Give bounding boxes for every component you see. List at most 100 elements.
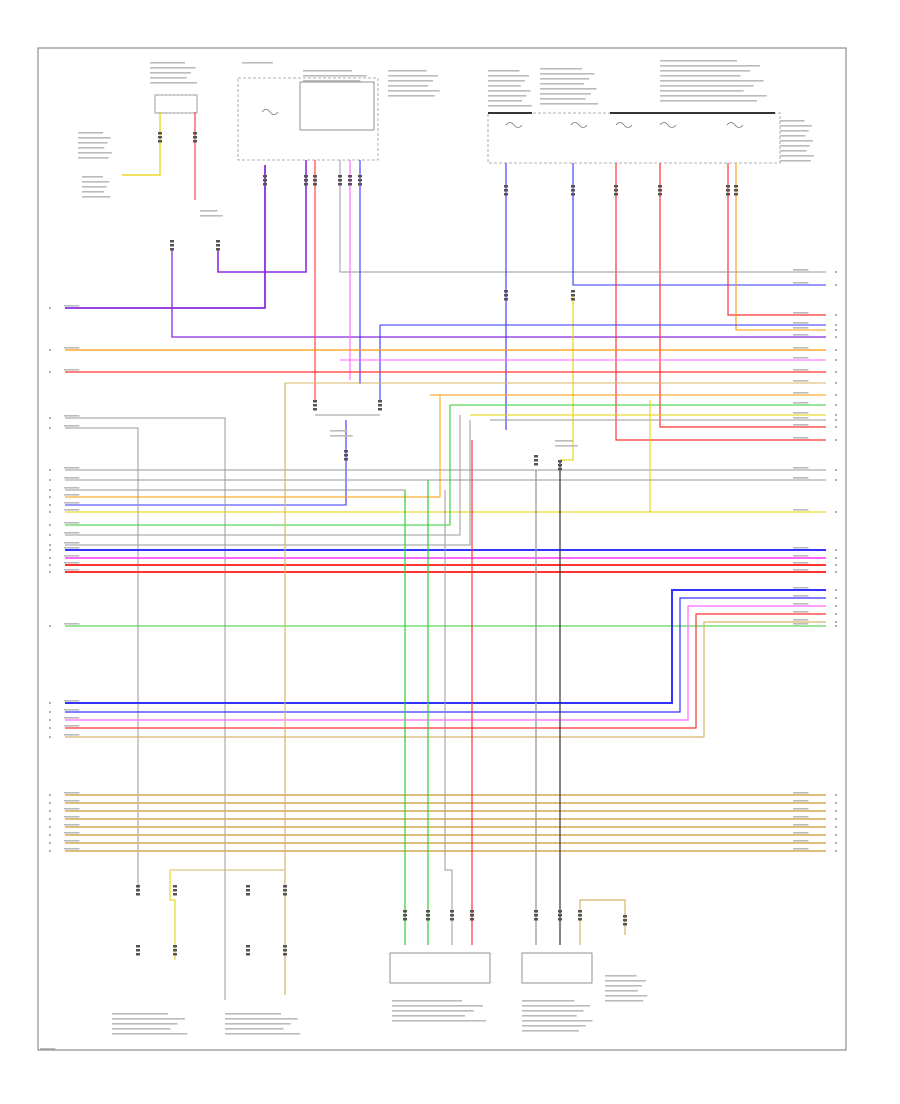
component-label bbox=[200, 210, 223, 217]
wire-color-tag bbox=[793, 555, 809, 557]
component-label bbox=[392, 1000, 486, 1022]
wire-color-tag bbox=[64, 623, 80, 625]
right-pin-number bbox=[835, 271, 837, 273]
left-pin-number bbox=[49, 489, 51, 491]
wire-color-tag bbox=[793, 800, 809, 802]
connector-pin bbox=[344, 450, 348, 461]
wire-color-tag bbox=[793, 595, 809, 597]
wire-color-tag bbox=[64, 848, 80, 850]
wire-color-tag bbox=[793, 357, 809, 359]
wire-color-tag bbox=[793, 322, 809, 324]
connector-pin bbox=[136, 945, 140, 956]
connector-pin bbox=[348, 175, 352, 186]
connector-pin bbox=[534, 455, 538, 466]
connector-pin bbox=[216, 240, 220, 251]
left-pin-number bbox=[49, 371, 51, 373]
left-pin-number bbox=[49, 802, 51, 804]
wire-yellow bbox=[560, 295, 574, 461]
right-pin-number bbox=[835, 359, 837, 361]
wire-color-tag bbox=[793, 412, 809, 414]
wire-color-tag bbox=[793, 282, 809, 284]
right-pin-number bbox=[835, 850, 837, 852]
right-pin-number bbox=[835, 842, 837, 844]
right-pin-number bbox=[835, 414, 837, 416]
right-pin-number bbox=[835, 625, 837, 627]
component-label bbox=[488, 70, 532, 107]
wire-color-tag bbox=[793, 269, 809, 271]
right-pin-number bbox=[835, 834, 837, 836]
left-pin-number bbox=[49, 850, 51, 852]
right-pin-number bbox=[835, 382, 837, 384]
connector-pin bbox=[504, 290, 508, 301]
fuse-panel-right bbox=[487, 112, 781, 164]
wire-color-tag bbox=[793, 562, 809, 564]
top-components bbox=[154, 77, 781, 164]
connector-pin bbox=[623, 915, 627, 926]
connector-pin bbox=[558, 460, 562, 471]
wire-color-tag bbox=[64, 555, 80, 557]
connector-pin bbox=[378, 400, 382, 411]
wire-gray bbox=[65, 417, 226, 1000]
right-pin-number bbox=[835, 511, 837, 513]
connector-pin bbox=[426, 910, 430, 921]
wire-color-tag bbox=[64, 792, 80, 794]
right-pin-number bbox=[835, 826, 837, 828]
wire-color-tag bbox=[793, 312, 809, 314]
wire-color-tag bbox=[64, 347, 80, 349]
left-pin-number bbox=[49, 719, 51, 721]
wire-color-tag bbox=[793, 392, 809, 394]
wire-violet bbox=[217, 160, 307, 273]
left-pin-number bbox=[49, 549, 51, 551]
wire-color-tag bbox=[793, 619, 809, 621]
connector-pin bbox=[470, 910, 474, 921]
right-pin-number bbox=[835, 439, 837, 441]
wire-color-tag bbox=[793, 840, 809, 842]
wire-color-tag bbox=[793, 437, 809, 439]
wire-color-tag bbox=[793, 824, 809, 826]
right-pin-number bbox=[835, 557, 837, 559]
component-label bbox=[388, 70, 440, 97]
wire-color-tag bbox=[64, 369, 80, 371]
right-pin-number bbox=[835, 589, 837, 591]
module-box-center bbox=[389, 952, 491, 984]
wire-color-tag bbox=[64, 532, 80, 534]
right-pin-number bbox=[835, 349, 837, 351]
right-pin-number bbox=[835, 426, 837, 428]
connector-pin bbox=[173, 885, 177, 896]
wire-color-tag bbox=[64, 425, 80, 427]
right-pin-number bbox=[835, 802, 837, 804]
wire-color-tag bbox=[64, 467, 80, 469]
right-pin-number bbox=[835, 571, 837, 573]
wire-color-tag bbox=[64, 840, 80, 842]
connector-pin bbox=[338, 175, 342, 186]
connector-pin bbox=[283, 945, 287, 956]
right-pin-number bbox=[835, 549, 837, 551]
wire-color-tag bbox=[793, 611, 809, 613]
wire-violet bbox=[65, 165, 266, 309]
left-pin-number bbox=[49, 736, 51, 738]
component-label bbox=[150, 62, 197, 84]
left-pin-number bbox=[49, 818, 51, 820]
wire-color-tag bbox=[64, 562, 80, 564]
wire-color-tag bbox=[793, 424, 809, 426]
left-pin-number bbox=[49, 504, 51, 506]
wire-layer bbox=[65, 112, 826, 1000]
right-pin-number bbox=[835, 284, 837, 286]
left-pin-number bbox=[49, 427, 51, 429]
left-pin-number bbox=[49, 557, 51, 559]
component-label bbox=[780, 120, 814, 162]
bottom-components bbox=[389, 952, 593, 984]
wire-color-tag bbox=[793, 467, 809, 469]
diagram-code bbox=[40, 1048, 56, 1050]
connector-pin bbox=[726, 185, 730, 196]
wire-violet bbox=[171, 250, 826, 338]
connector-pin bbox=[358, 175, 362, 186]
wire-color-tag bbox=[793, 603, 809, 605]
wire-color-tag bbox=[64, 502, 80, 504]
right-pin-number bbox=[835, 794, 837, 796]
wire-blue bbox=[572, 163, 826, 286]
wire-color-tag bbox=[64, 487, 80, 489]
right-pin-number bbox=[835, 404, 837, 406]
right-pin-number bbox=[835, 613, 837, 615]
connector-pin bbox=[614, 185, 618, 196]
